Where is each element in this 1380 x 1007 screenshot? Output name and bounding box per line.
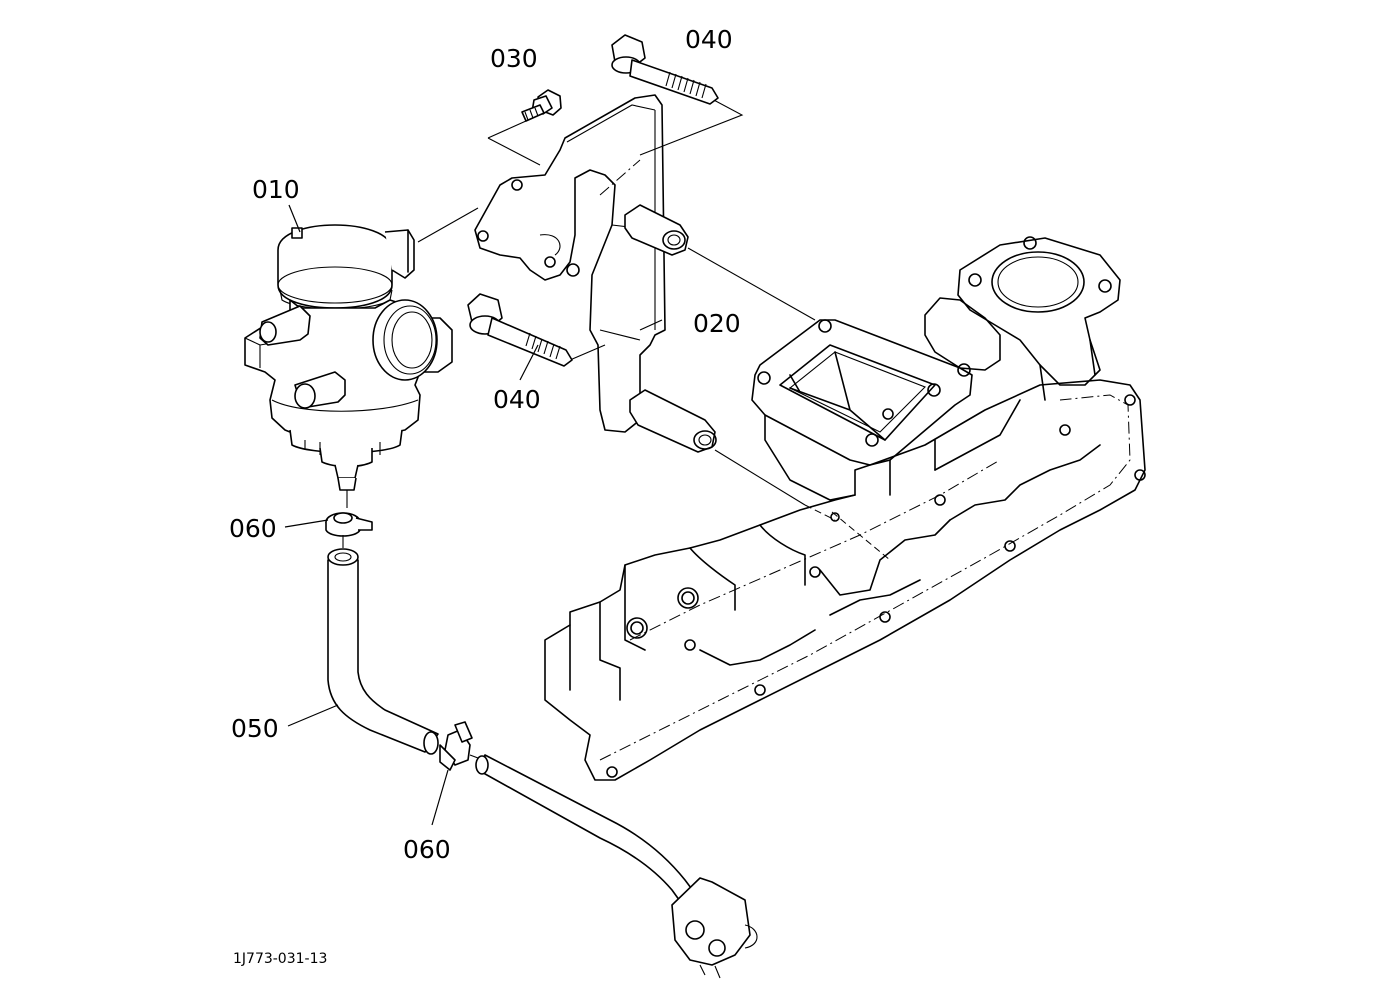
callout-060-upper: 060 [229, 514, 277, 543]
hose-050-drawing [327, 548, 439, 755]
callout-020: 020 [693, 309, 741, 338]
clamp-060-upper-drawing [325, 512, 373, 548]
callout-040-upper: 040 [685, 25, 733, 54]
clamp-060-lower-drawing [439, 721, 479, 771]
bolt-040-upper-drawing [611, 34, 719, 105]
callout-060-lower: 060 [403, 835, 451, 864]
bolt-030-drawing [521, 89, 562, 122]
callout-050: 050 [231, 714, 279, 743]
part-callouts: 010 020 030 040 040 050 060 060 [229, 25, 741, 864]
bolt-040-lower-drawing [467, 293, 573, 367]
callout-030: 030 [490, 44, 538, 73]
leader-lines [284, 204, 663, 826]
drawing-number: 1J773-031-13 [233, 951, 327, 967]
pipe-drawing [475, 754, 758, 979]
manifold-drawing [544, 236, 1146, 781]
callout-040-lower: 040 [493, 385, 541, 414]
callout-010: 010 [252, 175, 300, 204]
valve-010-drawing [244, 224, 453, 508]
